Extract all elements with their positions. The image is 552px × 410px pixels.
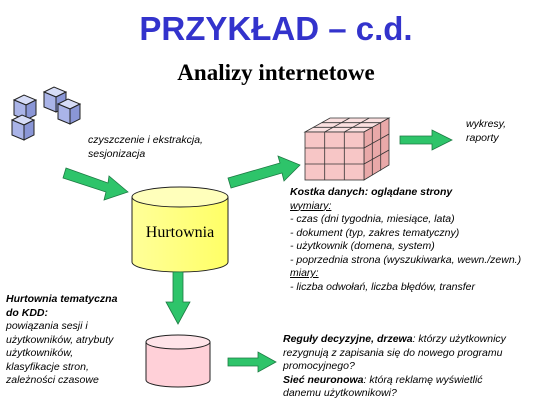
thematic-heading-line: Hurtownia tematyczna [6, 293, 118, 305]
data-cube-icon [303, 117, 391, 181]
data-cube-heading: Kostka danych: oglądane strony [290, 186, 453, 198]
rules-line: promocyjnego? [283, 360, 355, 372]
arrow-to-rules [227, 351, 277, 373]
warehouse-label: Hurtownia [146, 224, 214, 241]
page-title: PRZYKŁAD – c.d. [139, 10, 413, 47]
measures-heading: miary: [290, 267, 319, 279]
thematic-line: zależności czasowe [6, 374, 99, 386]
arrow-to-thematic [165, 271, 191, 325]
outputs-line: raporty [466, 131, 499, 144]
thematic-heading-line: do KDD: [6, 306, 48, 319]
measure-item: - liczba odwołań, liczba błędów, transfe… [290, 280, 476, 293]
process-line: sesjonizacja [88, 147, 146, 160]
dimension-item: - użytkownik (domena, system) [290, 240, 435, 252]
diagram-subtitle: Analizy internetowe [177, 60, 375, 85]
thematic-line: użytkowników, atrybuty [6, 333, 114, 346]
arrow-to-warehouse [62, 167, 129, 201]
arrow-to-cube [227, 155, 301, 189]
neural-question: : którą reklamę wyświetlić [363, 373, 483, 386]
warehouse-cylinder [131, 186, 229, 273]
outputs-text: wykresy, raporty [466, 118, 506, 145]
neural-line: Sieć neuronowa: którą reklamę wyświetlić [283, 374, 506, 388]
thematic-line: klasyfikacje stron, [6, 360, 89, 373]
thematic-line: powiązania sesji i [6, 320, 88, 332]
data-cube-description: Kostka danych: oglądane strony wymiary: … [290, 186, 521, 294]
thematic-warehouse-cylinder [145, 334, 211, 388]
stacked-cubes-icon [10, 86, 82, 141]
dimension-item: - poprzednia strona (wyszukiwarka, wewn.… [290, 253, 522, 266]
process-text: czyszczenie i ekstrakcja, sesjonizacja [88, 134, 203, 161]
rules-question: : którzy użytkownicy [412, 333, 506, 345]
rules-line: rezygnują z zapisania się do nowego prog… [283, 346, 503, 359]
dimension-item: - czas (dni tygodnia, miesiące, lata) [290, 213, 455, 225]
neural-line: danemu użytkownikowi? [283, 387, 397, 399]
arrow-to-outputs [399, 129, 453, 151]
rules-label: Reguły decyzyjne, drzewa [283, 333, 413, 345]
process-line: czyszczenie i ekstrakcja, [88, 134, 203, 146]
neural-label: Sieć neuronowa [283, 373, 364, 386]
outputs-line: wykresy, [466, 118, 507, 130]
thematic-warehouse-description: Hurtownia tematyczna do KDD: powiązania … [6, 293, 117, 388]
analysis-methods-text: Reguły decyzyjne, drzewa: którzy użytkow… [283, 333, 506, 401]
dimensions-heading: wymiary: [290, 199, 332, 212]
thematic-line: użytkowników, [6, 347, 74, 359]
rules-line: Reguły decyzyjne, drzewa: którzy użytkow… [283, 333, 506, 347]
dimension-item: - dokument (typ, zakres tematyczny) [290, 226, 460, 239]
